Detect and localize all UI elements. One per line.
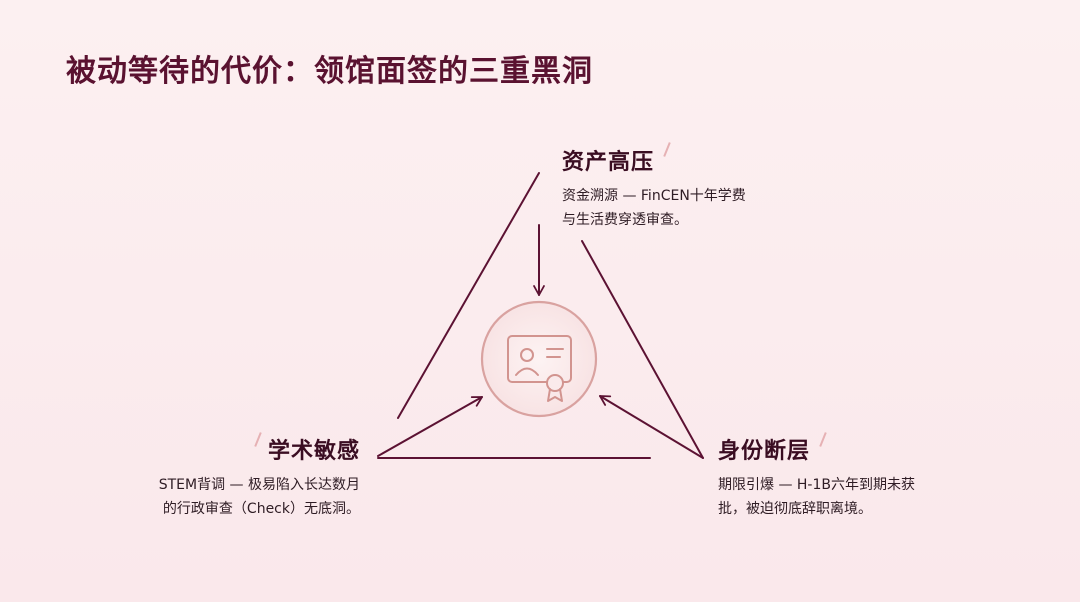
node-identity-title: 身份断层 xyxy=(718,439,811,464)
node-academic-desc: STEM背调 — 极易陷入长达数月 的行政审查（Check）无底洞。 xyxy=(134,473,360,521)
node-academic-desc-line1: STEM背调 — 极易陷入长达数月 xyxy=(158,477,360,493)
node-academic: 学术敏感 STEM背调 — 极易陷入长达数月 的行政审查（Check）无底洞。 xyxy=(134,433,360,521)
node-identity-desc-line2: 批，被迫彻底辞职离境。 xyxy=(718,501,872,517)
node-assets-title: 资产高压 xyxy=(562,150,655,175)
edge-left xyxy=(397,172,540,419)
node-identity-desc-line1: 期限引爆 — H-1B六年到期未获 xyxy=(718,477,915,493)
center-circle xyxy=(480,300,598,418)
node-identity-desc: 期限引爆 — H-1B六年到期未获 批，被迫彻底辞职离境。 xyxy=(718,473,915,521)
arrow-right xyxy=(599,395,704,459)
node-assets-desc-line2: 与生活费穿透审查。 xyxy=(562,212,688,228)
node-assets-desc-line1: 资金溯源 — FinCEN十年学费 xyxy=(562,188,746,204)
node-assets: 资产高压 资金溯源 — FinCEN十年学费 与生活费穿透审查。 xyxy=(562,144,746,232)
node-academic-desc-line2: 的行政审查（Check）无底洞。 xyxy=(162,501,360,517)
page-title: 被动等待的代价：领馆面签的三重黑洞 xyxy=(66,54,593,89)
node-assets-desc: 资金溯源 — FinCEN十年学费 与生活费穿透审查。 xyxy=(562,184,746,232)
edge-right xyxy=(581,240,704,459)
node-academic-title: 学术敏感 xyxy=(267,439,360,464)
arrow-left xyxy=(377,396,483,457)
node-identity: 身份断层 期限引爆 — H-1B六年到期未获 批，被迫彻底辞职离境。 xyxy=(718,433,915,521)
certificate-icon xyxy=(507,335,572,402)
